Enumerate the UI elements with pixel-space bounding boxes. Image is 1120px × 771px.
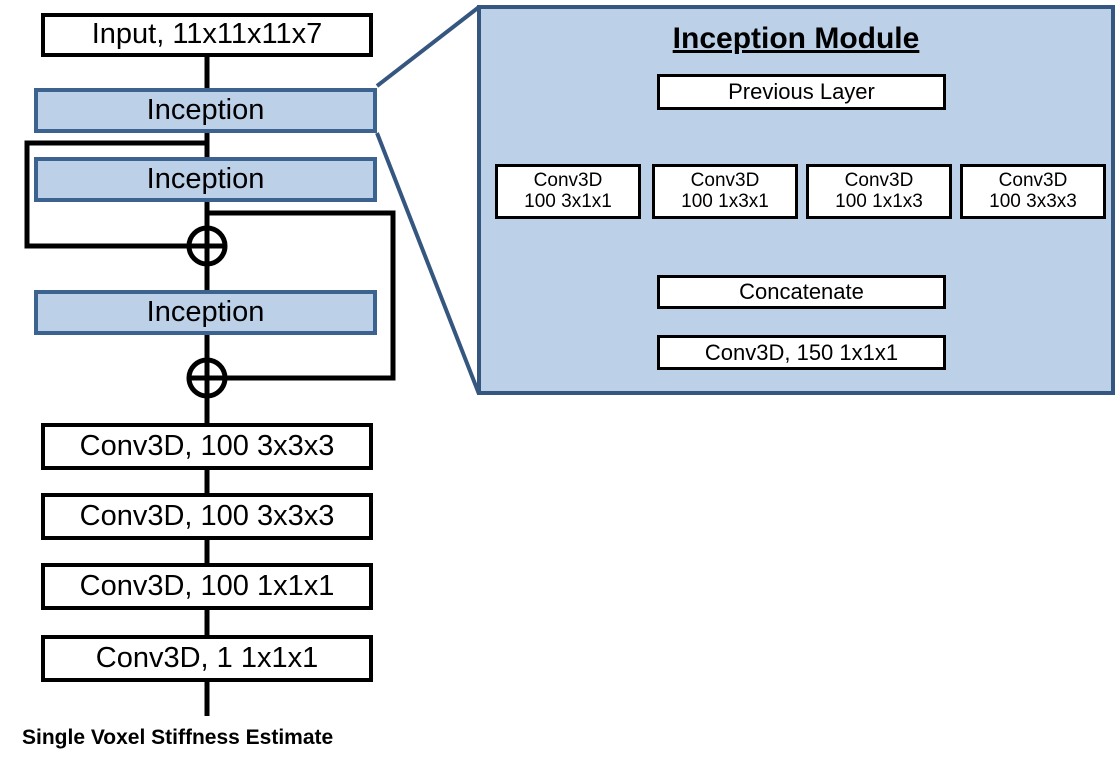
- node-concatenate[interactable]: Concatenate: [657, 275, 946, 309]
- branch-box-3[interactable]: Conv3D 100 1x1x3: [806, 164, 952, 219]
- branch-box-4-line1: Conv3D: [998, 169, 1068, 191]
- node-inception-3-label: Inception: [146, 295, 265, 328]
- callout-line-top: [375, 5, 481, 88]
- inception-module-title: Inception Module: [477, 22, 1115, 56]
- node-conv3d-100-1x1x1[interactable]: Conv3D, 100 1x1x1: [41, 563, 373, 610]
- inception-module-title-label: Inception Module: [672, 22, 920, 55]
- skip-connection-1: [24, 140, 207, 249]
- output-caption: Single Voxel Stiffness Estimate: [22, 726, 402, 750]
- output-caption-label: Single Voxel Stiffness Estimate: [22, 726, 334, 749]
- node-projection-conv[interactable]: Conv3D, 150 1x1x1: [657, 335, 946, 370]
- branch-box-1-line2: 100 3x1x1: [524, 190, 612, 212]
- node-concatenate-label: Concatenate: [739, 279, 864, 305]
- node-inception-1-label: Inception: [146, 93, 265, 126]
- node-inception-3[interactable]: Inception: [34, 290, 377, 335]
- branch-box-2-line2: 100 1x3x1: [681, 190, 769, 212]
- branch-box-2-line1: Conv3D: [690, 169, 760, 191]
- callout-line-bottom: [375, 132, 481, 395]
- node-conv3d-100-3x3x3-b-label: Conv3D, 100 3x3x3: [79, 499, 335, 532]
- branch-box-2[interactable]: Conv3D 100 1x3x1: [652, 164, 798, 219]
- adder-1: [186, 225, 228, 267]
- branch-box-1-line1: Conv3D: [533, 169, 603, 191]
- node-projection-conv-label: Conv3D, 150 1x1x1: [704, 339, 899, 365]
- branch-box-3-line2: 100 1x1x3: [835, 190, 923, 212]
- node-conv3d-1-1x1x1[interactable]: Conv3D, 1 1x1x1: [41, 635, 373, 682]
- node-conv3d-100-3x3x3-a[interactable]: Conv3D, 100 3x3x3: [41, 423, 373, 470]
- node-inception-1[interactable]: Inception: [34, 88, 377, 133]
- node-conv3d-100-3x3x3-a-label: Conv3D, 100 3x3x3: [79, 429, 335, 462]
- branch-box-4-line2: 100 3x3x3: [989, 190, 1077, 212]
- node-previous-layer[interactable]: Previous Layer: [657, 74, 946, 110]
- node-conv3d-100-1x1x1-label: Conv3D, 100 1x1x1: [79, 569, 335, 602]
- node-input[interactable]: Input, 11x11x11x7: [41, 13, 373, 57]
- node-conv3d-100-3x3x3-b[interactable]: Conv3D, 100 3x3x3: [41, 493, 373, 540]
- node-inception-2-label: Inception: [146, 162, 265, 195]
- adder-2: [186, 357, 228, 399]
- skip-connection-2: [207, 210, 396, 381]
- branch-box-4[interactable]: Conv3D 100 3x3x3: [960, 164, 1106, 219]
- node-input-label: Input, 11x11x11x7: [91, 18, 323, 51]
- branch-box-3-line1: Conv3D: [844, 169, 914, 191]
- node-conv3d-1-1x1x1-label: Conv3D, 1 1x1x1: [95, 641, 319, 674]
- branch-box-1[interactable]: Conv3D 100 3x1x1: [495, 164, 641, 219]
- node-inception-2[interactable]: Inception: [34, 157, 377, 202]
- node-previous-layer-label: Previous Layer: [728, 79, 875, 105]
